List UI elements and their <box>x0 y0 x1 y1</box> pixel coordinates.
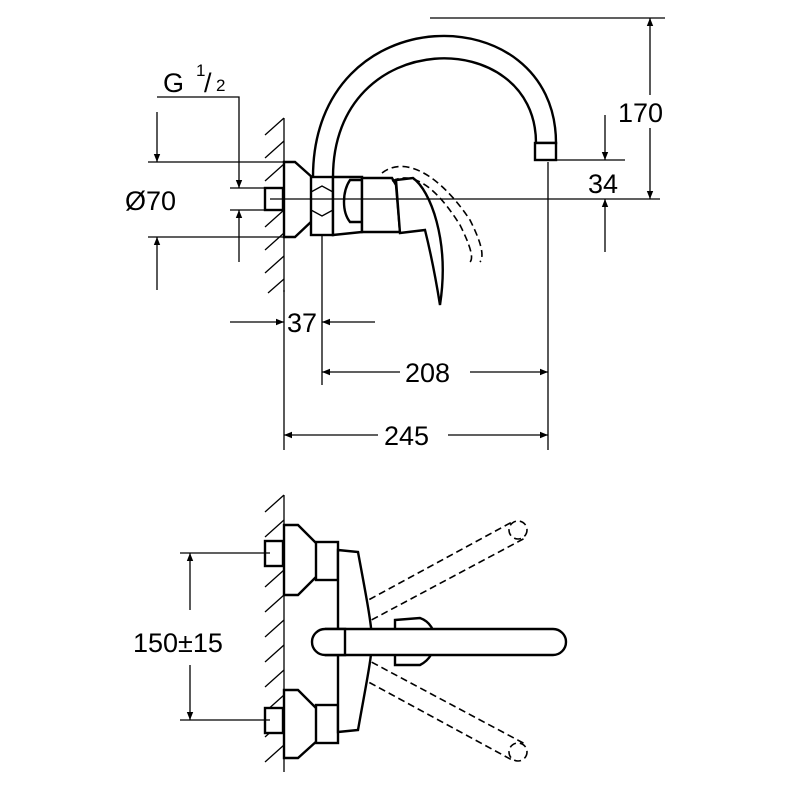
dimension-245: 245 <box>284 421 548 451</box>
thread-fraction-numerator: 1 <box>196 61 205 80</box>
wall-to-body-label: 37 <box>287 308 317 338</box>
dimension-170: 170 <box>430 17 665 199</box>
body-to-spout-label: 208 <box>405 358 450 388</box>
dimension-37: 37 <box>230 235 375 385</box>
faucet-side <box>263 34 558 306</box>
wall-to-spout-label: 245 <box>384 421 429 451</box>
faucet-top <box>263 520 568 762</box>
dimension-208: 208 <box>283 162 549 450</box>
thread-fraction-denominator: 2 <box>216 76 225 95</box>
thread-label: G <box>163 68 184 98</box>
dimension-escutcheon-diameter: Ø70 <box>125 112 290 290</box>
top-view: 150±15 <box>133 494 568 772</box>
spout-height-label: 170 <box>618 98 663 128</box>
inlet-centres-label: 150±15 <box>133 628 223 658</box>
dimension-thread: G 1 / 2 <box>157 61 270 262</box>
thread-fraction-slash: / <box>204 68 212 98</box>
escutcheon-diameter-label: Ø70 <box>125 186 176 216</box>
spout-outlet-height-label: 34 <box>588 169 618 199</box>
dimension-150: 150±15 <box>133 552 270 721</box>
dimension-34: 34 <box>556 115 625 252</box>
side-view: G 1 / 2 Ø70 37 208 <box>125 17 665 451</box>
